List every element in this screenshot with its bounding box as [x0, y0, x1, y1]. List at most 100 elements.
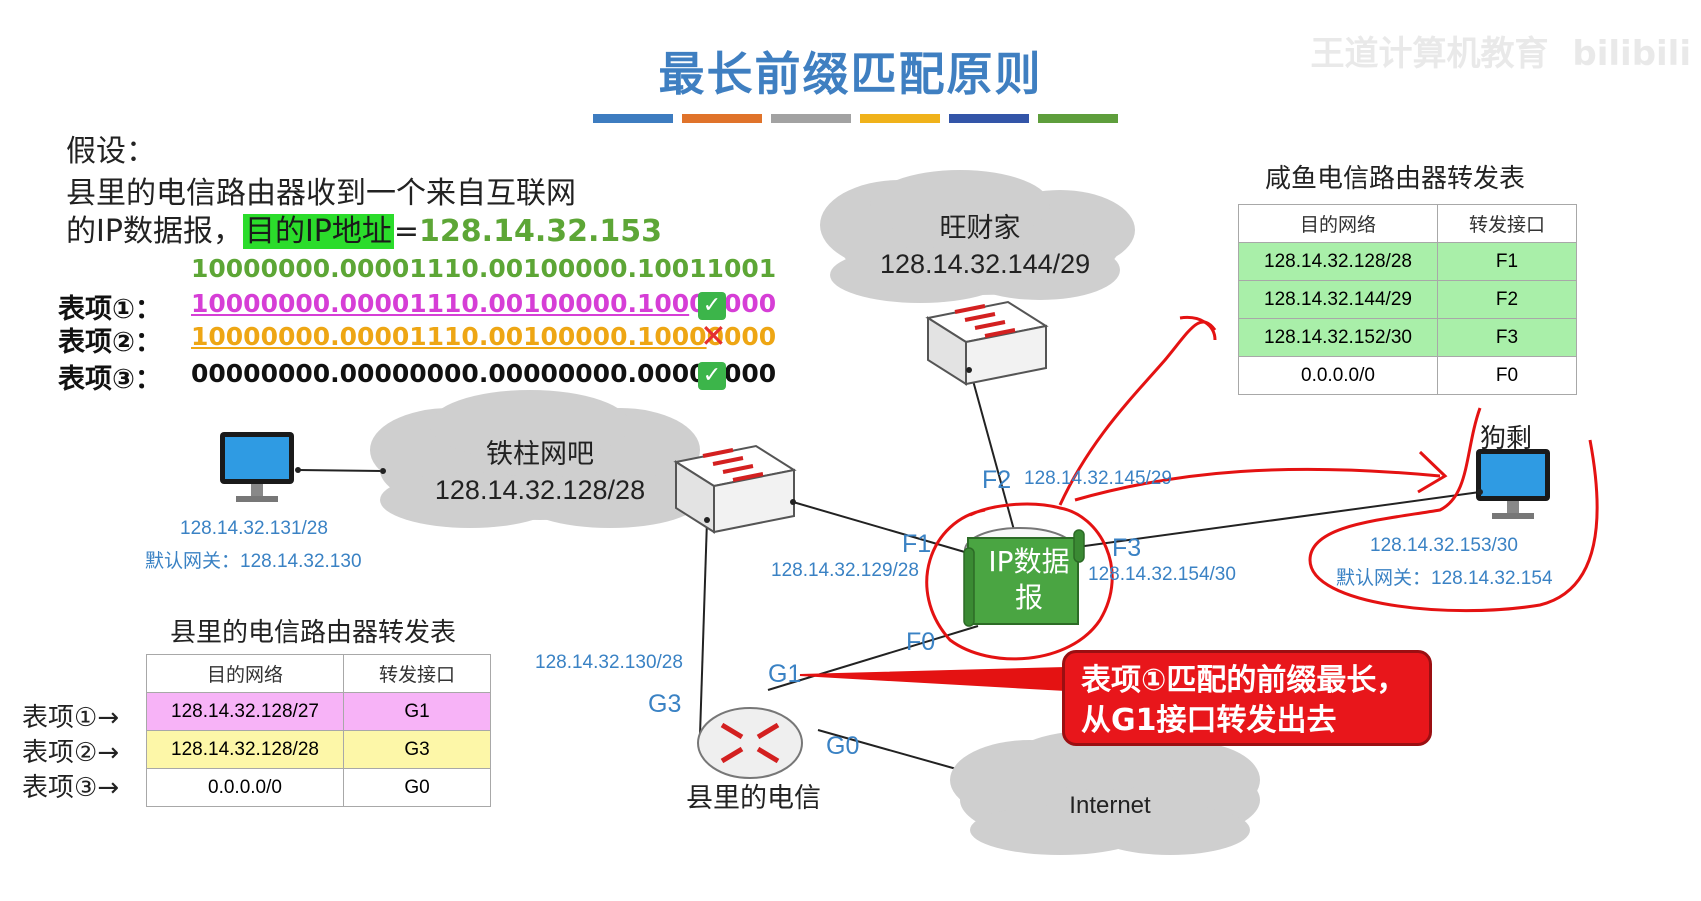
- wangcai-name: 旺财家: [939, 213, 1021, 243]
- table-cell-net: 128.14.32.128/27: [146, 692, 344, 731]
- entry-2-rest: 0000: [706, 322, 777, 351]
- switch-icon: [925, 300, 1049, 386]
- table-header-row: 目的网络 转发接口: [1238, 204, 1577, 243]
- iface-g0: G0: [826, 732, 860, 760]
- entry-3-binary: 00000000.00000000.00000000.00000000: [191, 359, 777, 388]
- binary-target: 10000000.00001110.00100000.10011001: [191, 254, 777, 283]
- xianyu-forwarding-table: 目的网络 转发接口 128.14.32.128/28 F1 128.14.32.…: [1238, 204, 1577, 395]
- entry-1-label: 表项①：: [58, 294, 162, 325]
- goushen-gateway: 默认网关：128.14.32.154: [1336, 568, 1553, 589]
- column-header: 转发接口: [343, 654, 491, 693]
- cloud-wangcai: [820, 170, 1135, 303]
- callout-box: 表项①匹配的前缀最长， 从G1接口转发出去: [1062, 650, 1432, 746]
- row-label-text: 表项①: [22, 703, 98, 733]
- computer-icon: [220, 432, 294, 502]
- router-icon: [697, 707, 803, 779]
- links: [297, 365, 1481, 771]
- iface-f1-ip: 128.14.32.129/28: [771, 560, 919, 581]
- check-icon: ✓: [698, 362, 726, 390]
- county-row-label-3: 表项③→: [22, 767, 119, 804]
- ip-datagram-icon: [963, 529, 1085, 627]
- cloud-wangcai-label: 旺财家 128.14.32.144/29: [880, 210, 1091, 282]
- link-dots: [295, 367, 1483, 523]
- table-cell-iface: F2: [1437, 280, 1577, 319]
- county-row-label-1: 表项①→: [22, 697, 119, 734]
- goushen-ip: 128.14.32.153/30: [1370, 535, 1518, 556]
- internet-label: Internet: [1069, 792, 1151, 819]
- watermark-text: 王道计算机教育: [1310, 34, 1549, 74]
- link-wangcai-switch-to-router: [968, 365, 1015, 531]
- dest-ip-value: 128.14.32.153: [419, 214, 662, 249]
- callout-line-2: 从G1接口转发出去: [1081, 703, 1337, 738]
- title-bar-3: [771, 114, 851, 123]
- iface-f3: F3: [1112, 534, 1142, 562]
- table-cell-iface: F0: [1437, 356, 1577, 395]
- link-pc-to-tiezhu: [297, 469, 384, 472]
- arrow-right-icon: →: [97, 738, 120, 768]
- row-label-text: 表项③: [22, 773, 98, 803]
- column-header: 转发接口: [1437, 204, 1577, 243]
- county-table-caption: 县里的电信路由器转发表: [170, 618, 457, 648]
- cross-icon: ✕: [700, 317, 727, 355]
- table-row: 0.0.0.0/0 F0: [1238, 356, 1577, 395]
- table-cell-iface: G3: [343, 730, 491, 769]
- intro-line-3-prefix: 的IP数据报，: [66, 214, 243, 249]
- check-icon: ✓: [698, 292, 726, 320]
- iface-f3-ip: 128.14.32.154/30: [1088, 564, 1236, 585]
- iface-g1: G1: [768, 660, 802, 688]
- title-bar-2: [682, 114, 762, 123]
- column-header: 目的网络: [146, 654, 344, 693]
- arrowhead-table: [1179, 315, 1217, 341]
- computer-icon: [1476, 449, 1550, 519]
- iface-f1: F1: [902, 530, 932, 558]
- link-router-to-goushen: [1069, 491, 1481, 549]
- bilibili-logo: bilibili: [1572, 34, 1691, 74]
- table-row: 128.14.32.144/29 F2: [1238, 280, 1577, 319]
- tiezhu-name: 铁柱网吧: [486, 439, 594, 469]
- table-cell-net: 128.14.32.128/28: [1238, 242, 1438, 281]
- county-router-label: 县里的电信: [686, 783, 821, 814]
- county-row-label-2: 表项②→: [22, 732, 119, 769]
- dest-ip-highlight: 目的IP地址: [242, 214, 394, 249]
- link-county-to-router: [767, 625, 979, 691]
- table-cell-net: 0.0.0.0/0: [1238, 356, 1438, 395]
- iface-f0: F0: [906, 628, 936, 656]
- title-bar-1: [593, 114, 673, 123]
- router-circle: [925, 502, 1114, 661]
- entry-2-binary: 10000000.00001110.00100000.10000000: [191, 322, 776, 351]
- title-bar-5: [949, 114, 1029, 123]
- callout-pointer: [799, 666, 1066, 692]
- callout-line-1: 表项①匹配的前缀最长，: [1081, 663, 1407, 698]
- goushen-label: 狗剩: [1480, 424, 1533, 454]
- table-row: 0.0.0.0/0 G0: [146, 768, 491, 807]
- entry-3-label: 表项③：: [58, 364, 162, 395]
- column-header: 目的网络: [1238, 204, 1438, 243]
- table-cell-net: 0.0.0.0/0: [146, 768, 344, 807]
- watermark: 王道计算机教育 bilibili: [1311, 26, 1691, 75]
- link-switch-to-router: [792, 501, 976, 556]
- iface-f2-ip: 128.14.32.145/29: [1024, 468, 1172, 489]
- table-cell-net: 128.14.32.152/30: [1238, 318, 1438, 357]
- intro-line-3: 的IP数据报，目的IP地址=128.14.32.153: [66, 206, 662, 250]
- link-county-to-internet: [817, 729, 961, 771]
- table-cell-iface: F1: [1437, 242, 1577, 281]
- iface-g3-ip: 128.14.32.130/28: [535, 652, 683, 673]
- iface-g3: G3: [648, 690, 682, 718]
- wangcai-net: 128.14.32.144/29: [880, 249, 1091, 279]
- goushen-circle: [1308, 407, 1599, 613]
- entry-1-prefix: 10000000.00001110.00100000.100: [191, 289, 690, 318]
- arrow-to-goushen: [1074, 467, 1441, 502]
- table-row: 128.14.32.128/27 G1: [146, 692, 491, 731]
- table-row: 128.14.32.152/30 F3: [1238, 318, 1577, 357]
- table-header-row: 目的网络 转发接口: [146, 654, 491, 693]
- county-forwarding-table: 目的网络 转发接口 128.14.32.128/27 G1 128.14.32.…: [146, 654, 491, 807]
- callout-tail: [799, 666, 1066, 692]
- table-cell-net: 128.14.32.144/29: [1238, 280, 1438, 319]
- intro-line-2: 县里的电信路由器收到一个来自互联网: [66, 176, 576, 211]
- arrowhead-goushen: [1417, 450, 1448, 494]
- title-bar-6: [1038, 114, 1118, 123]
- table-cell-net: 128.14.32.128/28: [146, 730, 344, 769]
- table-row: 128.14.32.128/28 F1: [1238, 242, 1577, 281]
- entry-2-label: 表项②：: [58, 327, 162, 358]
